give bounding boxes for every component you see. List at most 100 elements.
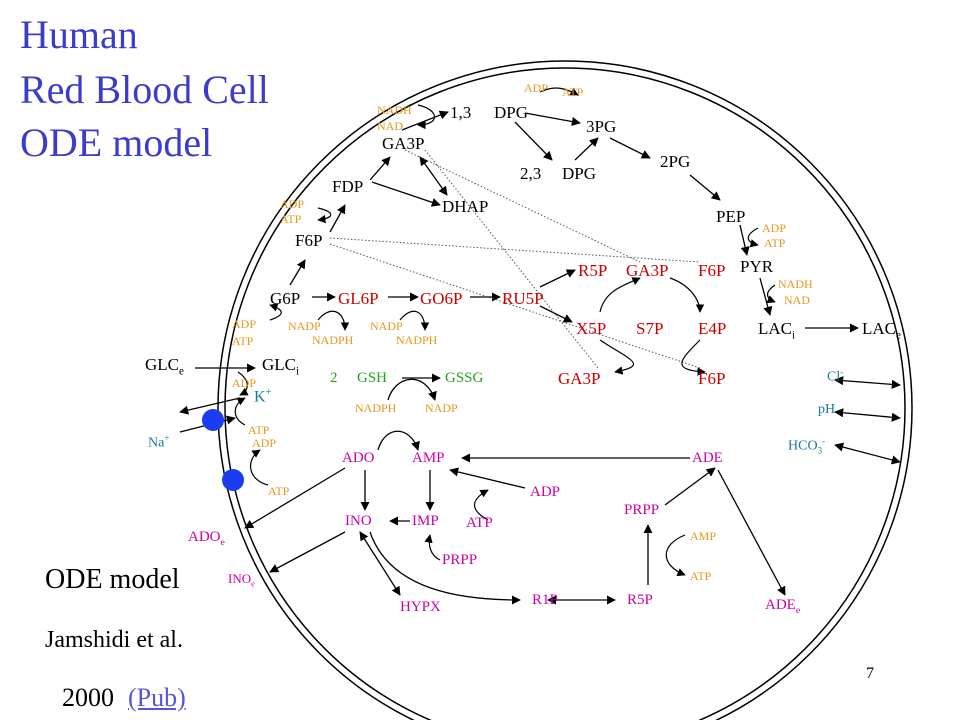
cof-nadp-2: NADP bbox=[370, 319, 403, 333]
edge-k-pump bbox=[179, 397, 241, 415]
na-k-pump-2 bbox=[222, 469, 244, 491]
node-ade: ADE bbox=[692, 450, 723, 466]
cof-nadph-1: NADPH bbox=[312, 333, 354, 347]
cof-atp-2: ATP bbox=[280, 212, 302, 226]
edge-nadph-cycle bbox=[387, 378, 437, 401]
cofactor-arc-adp-atp-pep bbox=[747, 227, 759, 248]
cof-adp-3: ADP bbox=[762, 221, 787, 235]
cof-adp-4: ADP bbox=[232, 317, 257, 331]
dotted-ga3p-ga3p-top bbox=[404, 149, 641, 263]
cofactor-arc-adp-atp-f6p bbox=[317, 207, 332, 224]
ion-k: K+ bbox=[254, 387, 272, 406]
cof-adp-2: ADP bbox=[280, 197, 305, 211]
cofactor-arc-nadh bbox=[417, 104, 436, 130]
node-f6p: F6P bbox=[295, 231, 323, 250]
node-gsh: GSH bbox=[357, 370, 388, 386]
edge-ado-ado-e bbox=[244, 467, 346, 529]
edge-bpg13-bpg23 bbox=[514, 121, 553, 161]
na-k-pump-1 bbox=[202, 409, 224, 431]
edge-fdp-dhap bbox=[371, 181, 441, 207]
gsh-nadph: NADPH bbox=[355, 401, 397, 415]
node-glc-i: GLCi bbox=[262, 355, 300, 378]
node-prpp-right: PRPP bbox=[624, 502, 660, 518]
cof-nad-1: NAD bbox=[377, 119, 403, 133]
cofactor-arc-adp-atp-top bbox=[539, 87, 579, 96]
cofactor-arc-pump-1 bbox=[234, 397, 246, 426]
node-s7p: S7P bbox=[636, 319, 664, 338]
node-r1p: R1P bbox=[532, 592, 558, 608]
cof-nadph-2: NADPH bbox=[396, 333, 438, 347]
node-atp-nuc: ATP bbox=[466, 515, 493, 531]
cofactor-arc-amp-atp bbox=[665, 534, 686, 577]
node-pep: PEP bbox=[716, 207, 746, 226]
cof-atp-4: ATP bbox=[232, 334, 254, 348]
gsh-nadp: NADP bbox=[425, 401, 458, 415]
node-glc-e: GLCe bbox=[145, 355, 184, 378]
ion-ph: pH bbox=[818, 402, 836, 417]
edge-ru5p-r5p bbox=[539, 269, 576, 288]
node-ino-e: INOe bbox=[228, 571, 255, 589]
edge-cl bbox=[834, 376, 901, 389]
edge-ph bbox=[834, 408, 901, 422]
node-gl6p: GL6P bbox=[338, 289, 379, 308]
cofactor-arc-pump-2 bbox=[250, 449, 269, 486]
cofactor-arc-adp-atp-g6p bbox=[269, 303, 282, 321]
edge-ade-ade-e bbox=[717, 469, 786, 596]
cofactor-arc-prpp bbox=[424, 534, 441, 561]
cofactor-arc-nadp-1 bbox=[317, 310, 350, 331]
node-bpg13-prefix: 1,3 bbox=[450, 103, 472, 122]
cof-adp-5: ADP bbox=[232, 376, 257, 390]
edge-pyr-lac bbox=[759, 277, 773, 316]
edge-adp-amp bbox=[449, 467, 526, 489]
node-pyr: PYR bbox=[740, 257, 774, 276]
title-line-3: ODE model bbox=[20, 120, 213, 165]
footer-year: 2000 bbox=[62, 683, 114, 712]
node-ado-e: ADOe bbox=[188, 529, 225, 548]
node-x5p: X5P bbox=[576, 319, 607, 338]
node-lac-e: LACe bbox=[862, 319, 901, 342]
edge-bpg13-3pg bbox=[524, 112, 581, 127]
cofactor-arc-nadp-2 bbox=[399, 310, 430, 331]
node-fdp: FDP bbox=[332, 177, 364, 196]
node-adp-nuc: ADP bbox=[530, 484, 561, 500]
edge-ino-r1p bbox=[369, 531, 521, 605]
ppp-arc-e4p-f6p bbox=[681, 339, 706, 376]
dotted-ga3p-ga3p-bot bbox=[424, 149, 599, 369]
ion-cl: Cl- bbox=[827, 367, 844, 385]
edge-3pg-2pg bbox=[609, 137, 651, 159]
title-line-1: Human bbox=[20, 12, 138, 57]
cof-atp-6: ATP bbox=[268, 484, 290, 498]
node-hypx: HYPX bbox=[400, 599, 441, 615]
cofactor-arc-glc bbox=[237, 371, 249, 396]
cof-nadh-1: NADH bbox=[377, 103, 412, 117]
node-f6p-top: F6P bbox=[698, 261, 726, 280]
cofactor-arc-nadh-pyr bbox=[766, 284, 776, 304]
title-line-2: Red Blood Cell bbox=[20, 67, 269, 112]
node-gssg: GSSG bbox=[445, 370, 484, 386]
cof-atp-1: ATP bbox=[562, 85, 584, 99]
node-ga3p-top: GA3P bbox=[626, 261, 669, 280]
node-2pg: 2PG bbox=[660, 152, 691, 171]
footer-pub-link[interactable]: (Pub) bbox=[128, 683, 186, 712]
node-bpg23: DPG bbox=[562, 164, 597, 183]
edge-ino-ino-e bbox=[269, 531, 346, 573]
edge-2pg-pep bbox=[689, 174, 721, 201]
node-r5p-ppp: R5P bbox=[578, 261, 608, 280]
node-bpg13: DPG bbox=[494, 103, 529, 122]
node-3pg: 3PG bbox=[586, 117, 617, 136]
node-amp: AMP bbox=[412, 450, 445, 466]
edge-ino-hypx bbox=[359, 531, 401, 596]
edge-dhap-ga3p bbox=[419, 156, 448, 196]
node-ru5p: RU5P bbox=[502, 289, 544, 308]
node-go6p: GO6P bbox=[420, 289, 463, 308]
ppp-arc-x5p-e4p bbox=[599, 339, 635, 375]
node-r5p-nuc: R5P bbox=[627, 592, 653, 608]
cof-nadp-1: NADP bbox=[288, 319, 321, 333]
ion-na: Na+ bbox=[148, 433, 170, 451]
cof-adp-6: ADP bbox=[252, 436, 277, 450]
node-ade-e: ADEe bbox=[765, 597, 801, 616]
node-dhap: DHAP bbox=[442, 197, 489, 216]
node-ino: INO bbox=[345, 513, 372, 529]
